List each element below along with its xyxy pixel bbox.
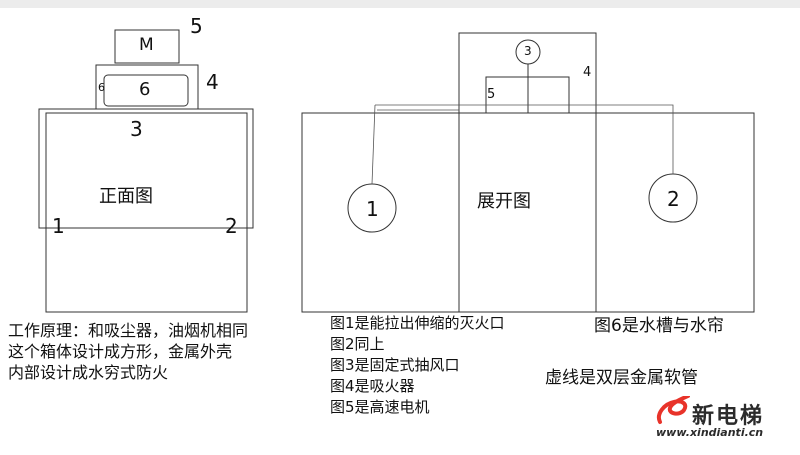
note-hose: 虚线是双层金属软管	[545, 368, 698, 388]
hose-line-upper	[375, 104, 674, 174]
expanded-number-1: 1	[366, 197, 379, 221]
site-logo: 新电梯 www.xindianti.cn	[654, 396, 800, 446]
expanded-number-5: 5	[487, 87, 496, 102]
front-number-1: 1	[52, 214, 65, 238]
motor-label: M	[139, 35, 154, 55]
front-number-5: 5	[190, 14, 203, 38]
front-motor-box	[114, 29, 180, 64]
legend-line: 图4是吸火器	[330, 377, 415, 395]
legend-text: 图1是能拉出伸缩的灭火口 图2同上 图3是固定式抽风口 图4是吸火器 图5是高速…	[330, 313, 505, 418]
legend-line: 图3是固定式抽风口	[330, 356, 460, 374]
logo-url: www.xindianti.cn	[656, 426, 764, 439]
front-number-6: 6	[139, 79, 151, 100]
legend-line: 图1是能拉出伸缩的灭火口	[330, 314, 505, 332]
top-strip	[0, 0, 800, 8]
expanded-number-2: 2	[667, 187, 680, 211]
front-number-4: 4	[206, 70, 219, 94]
front-number-2: 2	[225, 214, 238, 238]
logo-mark-icon	[657, 396, 690, 424]
legend-line: 图5是高速电机	[330, 398, 430, 416]
note-water-tank: 图6是水槽与水帘	[594, 316, 724, 336]
expanded-number-3: 3	[524, 44, 532, 58]
logo-name: 新电梯	[692, 404, 765, 429]
front-main-body	[45, 112, 248, 313]
front-outer-shell	[38, 108, 254, 229]
principle-line: 内部设计成水穷式防火	[8, 363, 169, 382]
front-water-tank	[103, 74, 189, 107]
front-view-title: 正面图	[99, 186, 153, 207]
front-number-3: 3	[130, 117, 143, 141]
principle-line: 工作原理：和吸尘器，油烟机相同	[8, 321, 249, 340]
legend-line: 图2同上	[330, 335, 385, 353]
principle-line: 这个箱体设计成方形，金属外壳	[8, 342, 233, 361]
principle-text: 工作原理：和吸尘器，油烟机相同 这个箱体设计成方形，金属外壳 内部设计成水穷式防…	[8, 320, 248, 383]
expanded-number-4: 4	[583, 65, 592, 80]
hose-line-left-drop	[371, 104, 376, 185]
front-tank-side-mark: 6	[98, 81, 105, 94]
expanded-view-title: 展开图	[477, 191, 531, 212]
